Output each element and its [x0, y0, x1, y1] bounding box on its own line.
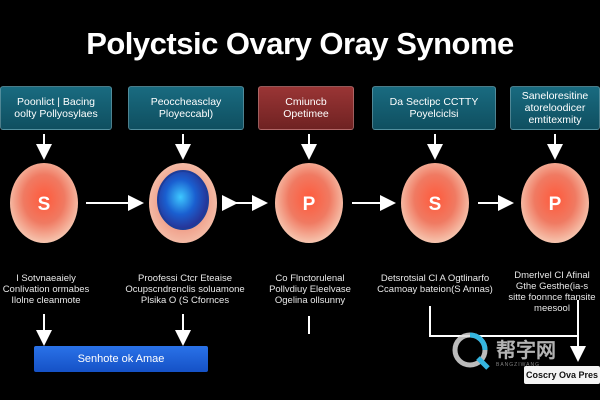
- watermark-logo-accent: [469, 332, 488, 351]
- top-box-2-line1: Peoccheasclay: [150, 96, 222, 108]
- caption-5: Dmerlvel CI Afinal Gthe Gesthe(ia-s sitt…: [504, 270, 600, 314]
- caption-4-line1: Detsrotsial Cl A Ogtlinarfo: [380, 273, 490, 284]
- caption-2-line3: Plsika O (S Cfornces: [140, 295, 230, 306]
- caption-3-line3: Ogelina ollsunny: [274, 295, 346, 306]
- caption-1: I Sotvnaeaiely Conlivation ormabes Iloln…: [0, 273, 92, 306]
- follicle-circle-5: [521, 163, 589, 243]
- circle-label-5: P: [549, 194, 562, 215]
- top-box-3-line2: Opetimee: [283, 108, 329, 120]
- caption-3-line1: Co Flnctorulenal: [275, 273, 345, 284]
- caption-4-line2: Ccamoay bateion(S Annas): [377, 284, 493, 295]
- caption-2-line2: Ocupscndrenclis soluamone: [125, 284, 245, 295]
- circle-label-4: S: [429, 194, 442, 215]
- caption-1-line1: I Sotvnaeaiely: [16, 273, 76, 284]
- top-box-4-line2: Poyelciclsi: [409, 108, 459, 120]
- top-box-5: Saneloresitine atoreloodicer emtitexmity: [510, 86, 600, 130]
- top-box-4-line1: Da Sectipc CCTTY: [389, 96, 479, 108]
- bottom-pill: Coscry Ova Pres: [524, 366, 600, 384]
- caption-3-line2: Pollvdiuy Eleelvase: [269, 284, 351, 295]
- top-box-1-line2: oolty Pollyosylaes: [14, 108, 98, 120]
- watermark-text: 帮字网: [496, 340, 556, 362]
- top-box-5-line2: atoreloodicer: [524, 102, 586, 114]
- circle-label-1: S: [38, 194, 51, 215]
- ovum-nucleus: [157, 170, 209, 230]
- watermark-logo-tail: [476, 356, 490, 370]
- watermark-subtext: BANGZIWANG: [496, 362, 540, 368]
- top-box-2: Peoccheasclay Ployeccabl): [128, 86, 244, 130]
- caption-5-line3: sitte foonnce ftansite: [508, 292, 596, 303]
- follicle-circle-3: [275, 163, 343, 243]
- follicle-circle-1: [10, 163, 78, 243]
- follicle-circle-4: [401, 163, 469, 243]
- top-box-5-line1: Saneloresitine: [521, 90, 589, 102]
- bottom-bar: Senhote ok Amae: [34, 346, 208, 372]
- circle-label-3: P: [303, 194, 316, 215]
- caption-4: Detsrotsial Cl A Ogtlinarfo Ccamoay bate…: [372, 273, 498, 295]
- top-box-2-line2: Ployeccabl): [158, 108, 214, 120]
- top-box-4: Da Sectipc CCTTY Poyelciclsi: [372, 86, 496, 130]
- caption-2-line1: Proofessi Ctcr Eteaise: [138, 273, 232, 284]
- connector-line-4-5: [429, 300, 579, 337]
- top-box-5-line3: emtitexmity: [528, 114, 582, 126]
- caption-5-line1: Dmerlvel CI Afinal: [514, 270, 590, 281]
- caption-1-line3: Ilolne cleanmote: [11, 295, 81, 306]
- caption-2: Proofessi Ctcr Eteaise Ocupscndrenclis s…: [118, 273, 252, 306]
- diagram-title: Polyctsic Ovary Oray Synome: [86, 26, 514, 61]
- top-box-1-line1: Poonlict | Bacing: [16, 96, 96, 108]
- top-box-3: Cmiuncb Opetimee: [258, 86, 354, 130]
- caption-5-line4: meesool: [534, 303, 570, 314]
- top-box-3-line1: Cmiuncb: [285, 96, 327, 108]
- caption-1-line2: Conlivation ormabes: [2, 284, 90, 295]
- caption-5-line2: Gthe Gesthe(ia-s: [515, 281, 589, 292]
- caption-3: Co Flnctorulenal Pollvdiuy Eleelvase Oge…: [262, 273, 358, 306]
- top-box-1: Poonlict | Bacing oolty Pollyosylaes: [0, 86, 112, 130]
